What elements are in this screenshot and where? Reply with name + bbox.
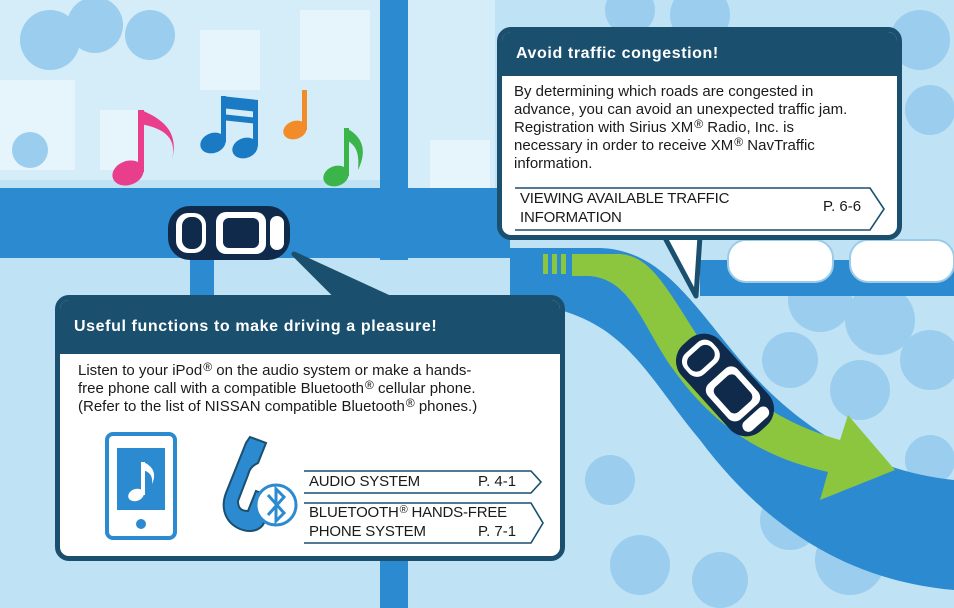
reference-label: INFORMATION [520,209,622,226]
reference-label: PHONE SYSTEM [309,523,426,540]
reference-label: BLUETOOTH® HANDS-FREE [309,504,507,522]
music-notes-icon [112,90,363,187]
reference-label-part: BLUETOOTH [309,504,399,521]
reference-page: P. 7-1 [478,523,517,540]
body-line: advance, you can avoid an unexpected tra… [514,101,848,118]
body-line: (Refer to the list of NISSAN compatible … [78,396,550,416]
body-text: cellular phone. [373,380,476,397]
body-text: NavTraffic [743,137,815,154]
bluetooth-handset-icon [222,435,298,532]
body-line: Registration with Sirius XM® Radio, Inc.… [514,117,887,137]
functions-callout-body: Listen to your iPod® on the audio system… [60,354,560,416]
body-line: By determining which roads are congested… [514,83,814,100]
reference-page: P. 4-1 [478,473,517,490]
arrow-tab-icon [304,470,543,494]
reference-page: P. 6-6 [823,198,862,215]
registered-mark: ® [365,378,374,392]
bluetooth-reference-link[interactable]: BLUETOOTH® HANDS-FREE PHONE SYSTEM P. 7-… [303,502,545,544]
functions-callout-title: Useful functions to make driving a pleas… [60,300,560,354]
reference-label: VIEWING AVAILABLE TRAFFIC [520,190,730,207]
arrow-tab-icon [515,187,885,231]
body-line: necessary in order to receive XM® NavTra… [514,135,887,155]
parked-cars [727,239,954,283]
body-text: free phone call with a compatible Blueto… [78,380,365,397]
car-icon [168,206,290,260]
arrow-tab-icon [304,502,544,544]
body-line: information. [514,155,593,172]
body-text: necessary in order to receive XM [514,137,734,154]
body-text: on the audio system or make a hands- [212,362,472,379]
body-text: phones.) [414,398,478,415]
registered-mark: ® [399,504,408,516]
traffic-callout-pointer [661,236,703,299]
reference-label-part: HANDS-FREE [407,504,507,521]
route-car-icon [675,333,775,437]
registered-mark: ® [694,117,704,131]
traffic-callout-body: By determining which roads are congested… [502,76,897,173]
registered-mark: ® [734,135,744,149]
body-text: (Refer to the list of NISSAN compatible … [78,398,405,415]
body-text: Registration with Sirius XM [514,119,694,136]
reference-label: AUDIO SYSTEM [309,473,420,490]
functions-callout: Useful functions to make driving a pleas… [55,295,565,561]
traffic-reference-link[interactable]: VIEWING AVAILABLE TRAFFIC INFORMATION P.… [514,187,886,231]
traffic-callout-title: Avoid traffic congestion! [502,32,897,76]
smartphone-music-icon [105,432,177,540]
route-arrow [543,254,895,500]
body-line: Listen to your iPod® on the audio system… [78,360,550,380]
registered-mark: ® [203,360,213,374]
body-text: Listen to your iPod [78,362,203,379]
audio-system-reference-link[interactable]: AUDIO SYSTEM P. 4-1 [303,470,543,494]
registered-mark: ® [405,396,415,410]
traffic-callout: Avoid traffic congestion! By determining… [497,27,902,240]
body-text: Radio, Inc. is [703,119,794,136]
body-line: free phone call with a compatible Blueto… [78,378,550,398]
